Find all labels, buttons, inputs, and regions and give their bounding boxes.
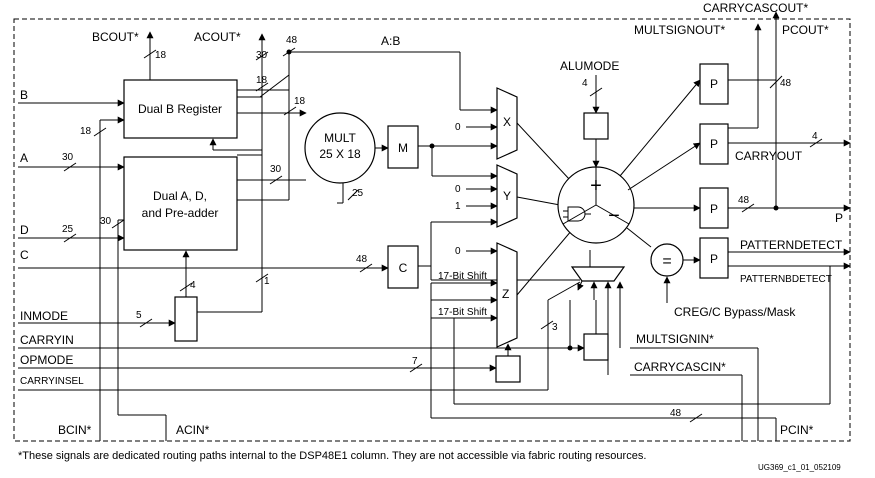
carrycascout-label: CARRYCASCOUT*: [703, 1, 808, 15]
carryin-register: [583, 333, 609, 361]
acout-label: ACOUT*: [194, 30, 241, 44]
y-zero: 0: [455, 184, 461, 195]
inmode-1-width: 1: [264, 276, 270, 287]
m-label: M: [398, 141, 408, 155]
footnote: *These signals are dedicated routing pat…: [18, 450, 646, 462]
p-reg-3-label: P: [710, 202, 718, 216]
inmode-register: [174, 296, 198, 342]
z-shift-2: 17-Bit Shift: [438, 307, 487, 318]
dual-b-label: Dual B Register: [138, 102, 222, 116]
p-reg-1-label: P: [710, 77, 718, 91]
c-width: 48: [356, 254, 368, 265]
z-zero: 0: [455, 246, 461, 257]
p-register-2: [699, 123, 729, 165]
inmode-width: 5: [136, 310, 142, 321]
mult-25-width: 25: [352, 188, 364, 199]
p-reg-2-label: P: [710, 137, 718, 151]
carry-3-width: 3: [552, 322, 558, 333]
opmode-register: [495, 355, 521, 383]
mux-z-label: Z: [502, 287, 509, 301]
p-width: 48: [738, 195, 750, 206]
opmode-width: 7: [412, 356, 418, 367]
mux-x: [496, 87, 518, 160]
mult-label-1: MULT: [324, 131, 356, 145]
bcin-label: BCIN*: [58, 423, 92, 437]
pcin-width: 48: [670, 408, 682, 419]
a-width: 30: [62, 152, 74, 163]
a-mult-width: 30: [270, 164, 282, 175]
c-register: [387, 245, 419, 289]
z-shift-1: 17-Bit Shift: [438, 271, 487, 282]
bcout-label: BCOUT*: [92, 30, 139, 44]
dual-a-label-2: and Pre-adder: [142, 206, 219, 220]
carrycascin-label: CARRYCASCIN*: [634, 360, 726, 374]
b-left-width: 18: [80, 126, 92, 137]
y-one: 1: [455, 201, 461, 212]
pcin-label: PCIN*: [780, 423, 814, 437]
mult-label-2: 25 X 18: [319, 147, 361, 161]
alu-minus: −: [608, 205, 620, 227]
dual-b-register: [123, 79, 238, 139]
alumode-width: 4: [582, 78, 588, 89]
p-reg-4-label: P: [710, 252, 718, 266]
carryinsel-label: CARRYINSEL: [20, 376, 84, 387]
carry-mux: [570, 266, 626, 282]
ab-width: 48: [286, 35, 298, 46]
a-label: A: [20, 151, 28, 165]
dsp-boundary: [13, 18, 851, 442]
p-register-3: [699, 187, 729, 229]
dual-a-d-preadder: [123, 156, 238, 251]
alu-plus: +: [590, 175, 602, 197]
pcout-width: 48: [780, 78, 792, 89]
mux-y-label: Y: [503, 189, 511, 203]
mux-x-label: X: [503, 115, 511, 129]
m-register: [387, 125, 419, 169]
d-width: 25: [62, 224, 74, 235]
c-label: C: [20, 248, 29, 262]
x-zero: 0: [455, 122, 461, 133]
carryout-width: 4: [812, 131, 818, 142]
creg-label: CREG/C Bypass/Mask: [674, 305, 796, 319]
p-out-label: P: [835, 211, 843, 225]
b-mult-width: 18: [294, 96, 306, 107]
carryin-label: CARRYIN: [20, 333, 74, 347]
dual-a-label-1: Dual A, D,: [153, 189, 207, 203]
patterndetect-label: PATTERNDETECT: [740, 238, 843, 252]
c-reg-label: C: [399, 261, 408, 275]
p-register-1: [699, 63, 729, 105]
carryout-label: CARRYOUT: [735, 149, 803, 163]
mux-z: [496, 242, 518, 348]
multsignin-label: MULTSIGNIN*: [636, 332, 714, 346]
alumode-register: [583, 112, 609, 140]
alumode-label: ALUMODE: [560, 59, 619, 73]
bcout-width: 18: [155, 50, 167, 61]
d-label: D: [20, 223, 29, 237]
patternbdetect-label: PATTERNBDETECT: [740, 274, 832, 285]
ab-label: A:B: [381, 34, 400, 48]
acin-label: ACIN*: [176, 423, 210, 437]
alu-and-gate-icon: [567, 206, 586, 222]
b-label: B: [20, 88, 28, 102]
inmode-4-width: 4: [190, 280, 196, 291]
pcout-label: PCOUT*: [782, 23, 829, 37]
opmode-label: OPMODE: [20, 353, 73, 367]
inmode-label: INMODE: [20, 309, 68, 323]
multsignout-label: MULTSIGNOUT*: [634, 23, 725, 37]
acin-width: 30: [100, 216, 112, 227]
b-reg-width: 18: [256, 75, 268, 86]
acout-width: 30: [256, 50, 268, 61]
comparator-equals: =: [662, 253, 671, 270]
figure-code: UG369_c1_01_052109: [758, 463, 841, 472]
